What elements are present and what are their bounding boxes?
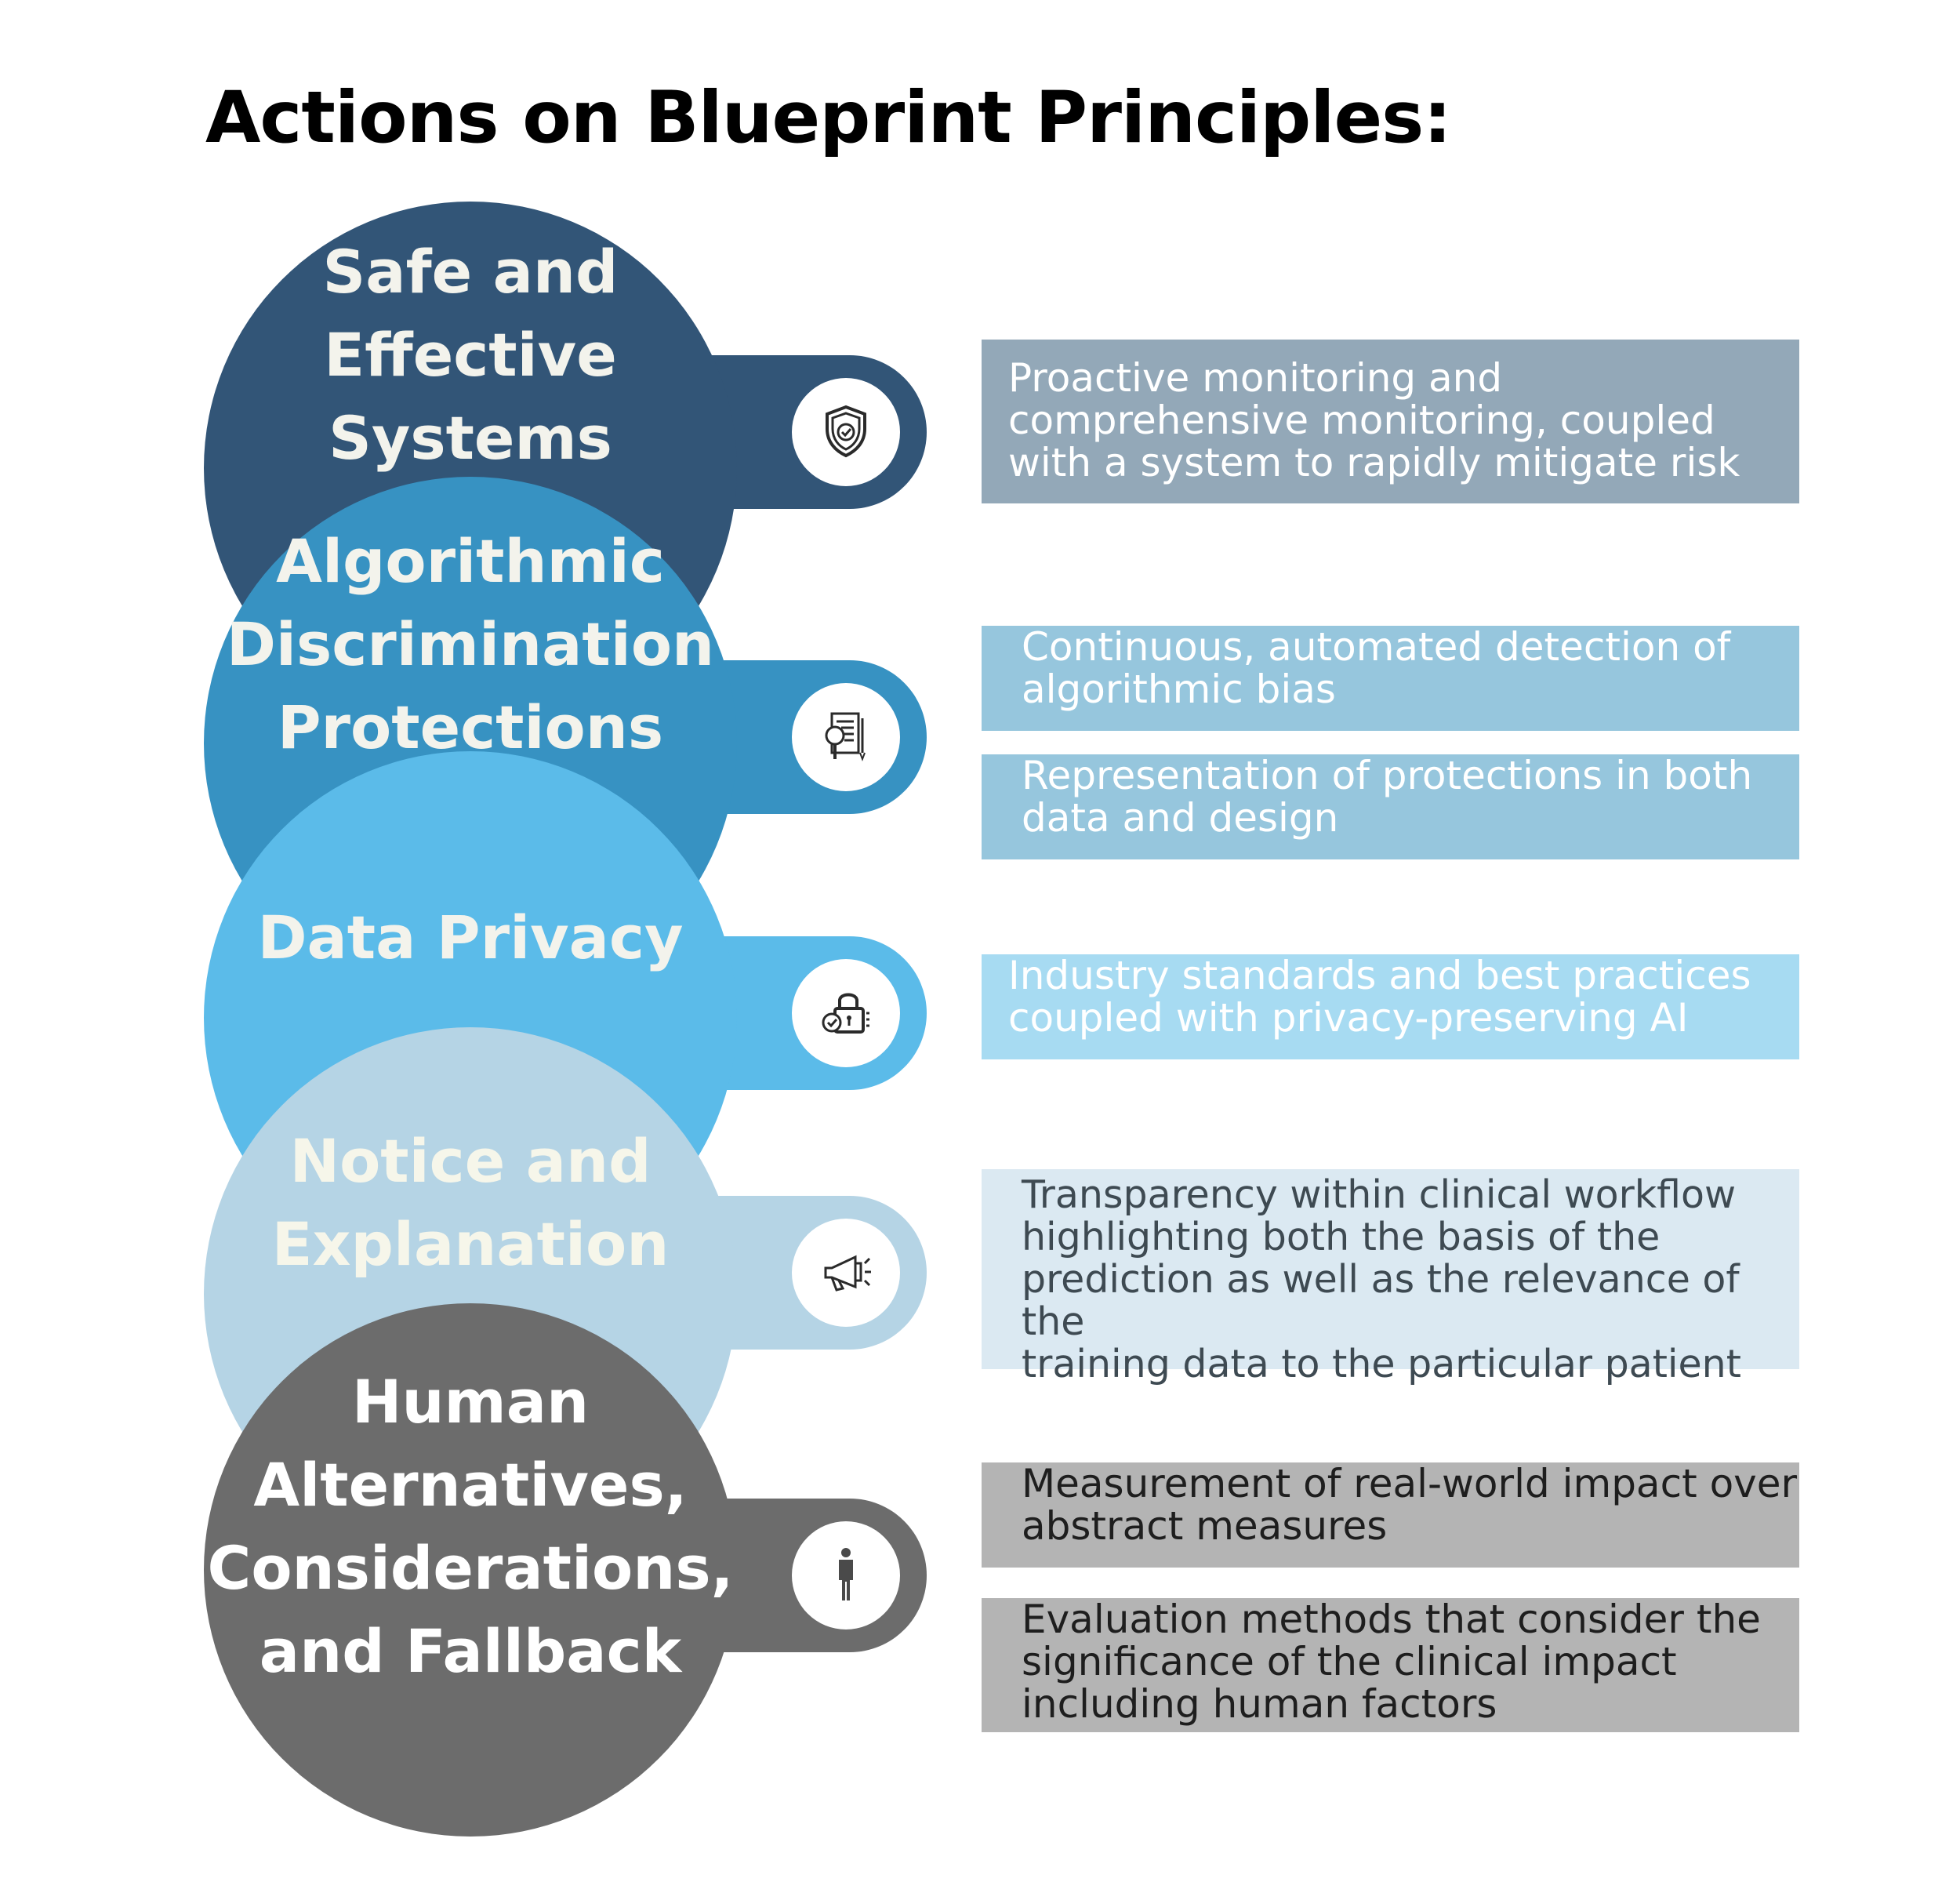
person-icon: [792, 1521, 900, 1629]
action-box-human-2: Evaluation methods that consider the sig…: [982, 1598, 1799, 1732]
padlock-check-icon: [792, 959, 900, 1067]
algorithmic-label: Algorithmic Discrimination Protections: [226, 526, 715, 762]
action-box-human-1: Measurement of real-world impact over ab…: [982, 1462, 1799, 1568]
page-title: Actions on Blueprint Principles:: [205, 77, 1452, 159]
megaphone-icon: [792, 1219, 900, 1327]
human-label: Human Alternatives, Considerations, and …: [207, 1367, 734, 1686]
action-box-privacy-1: Industry standards and best practices co…: [982, 954, 1799, 1059]
safe-label: Safe and Effective Systems: [322, 237, 619, 473]
notice-label: Notice and Explanation: [271, 1126, 670, 1279]
document-magnifier-icon: [792, 683, 900, 791]
action-box-algorithmic-2: Representation of protections in both da…: [982, 754, 1799, 859]
action-box-notice-1: Transparency within clinical workflow hi…: [982, 1169, 1799, 1386]
action-box-algorithmic-1: Continuous, automated detection of algor…: [982, 626, 1799, 731]
shield-check-icon: [792, 378, 900, 486]
human-circle: [204, 1303, 737, 1837]
privacy-label: Data Privacy: [257, 903, 684, 972]
action-box-safe-1: Proactive monitoring and comprehensive m…: [982, 340, 1799, 503]
